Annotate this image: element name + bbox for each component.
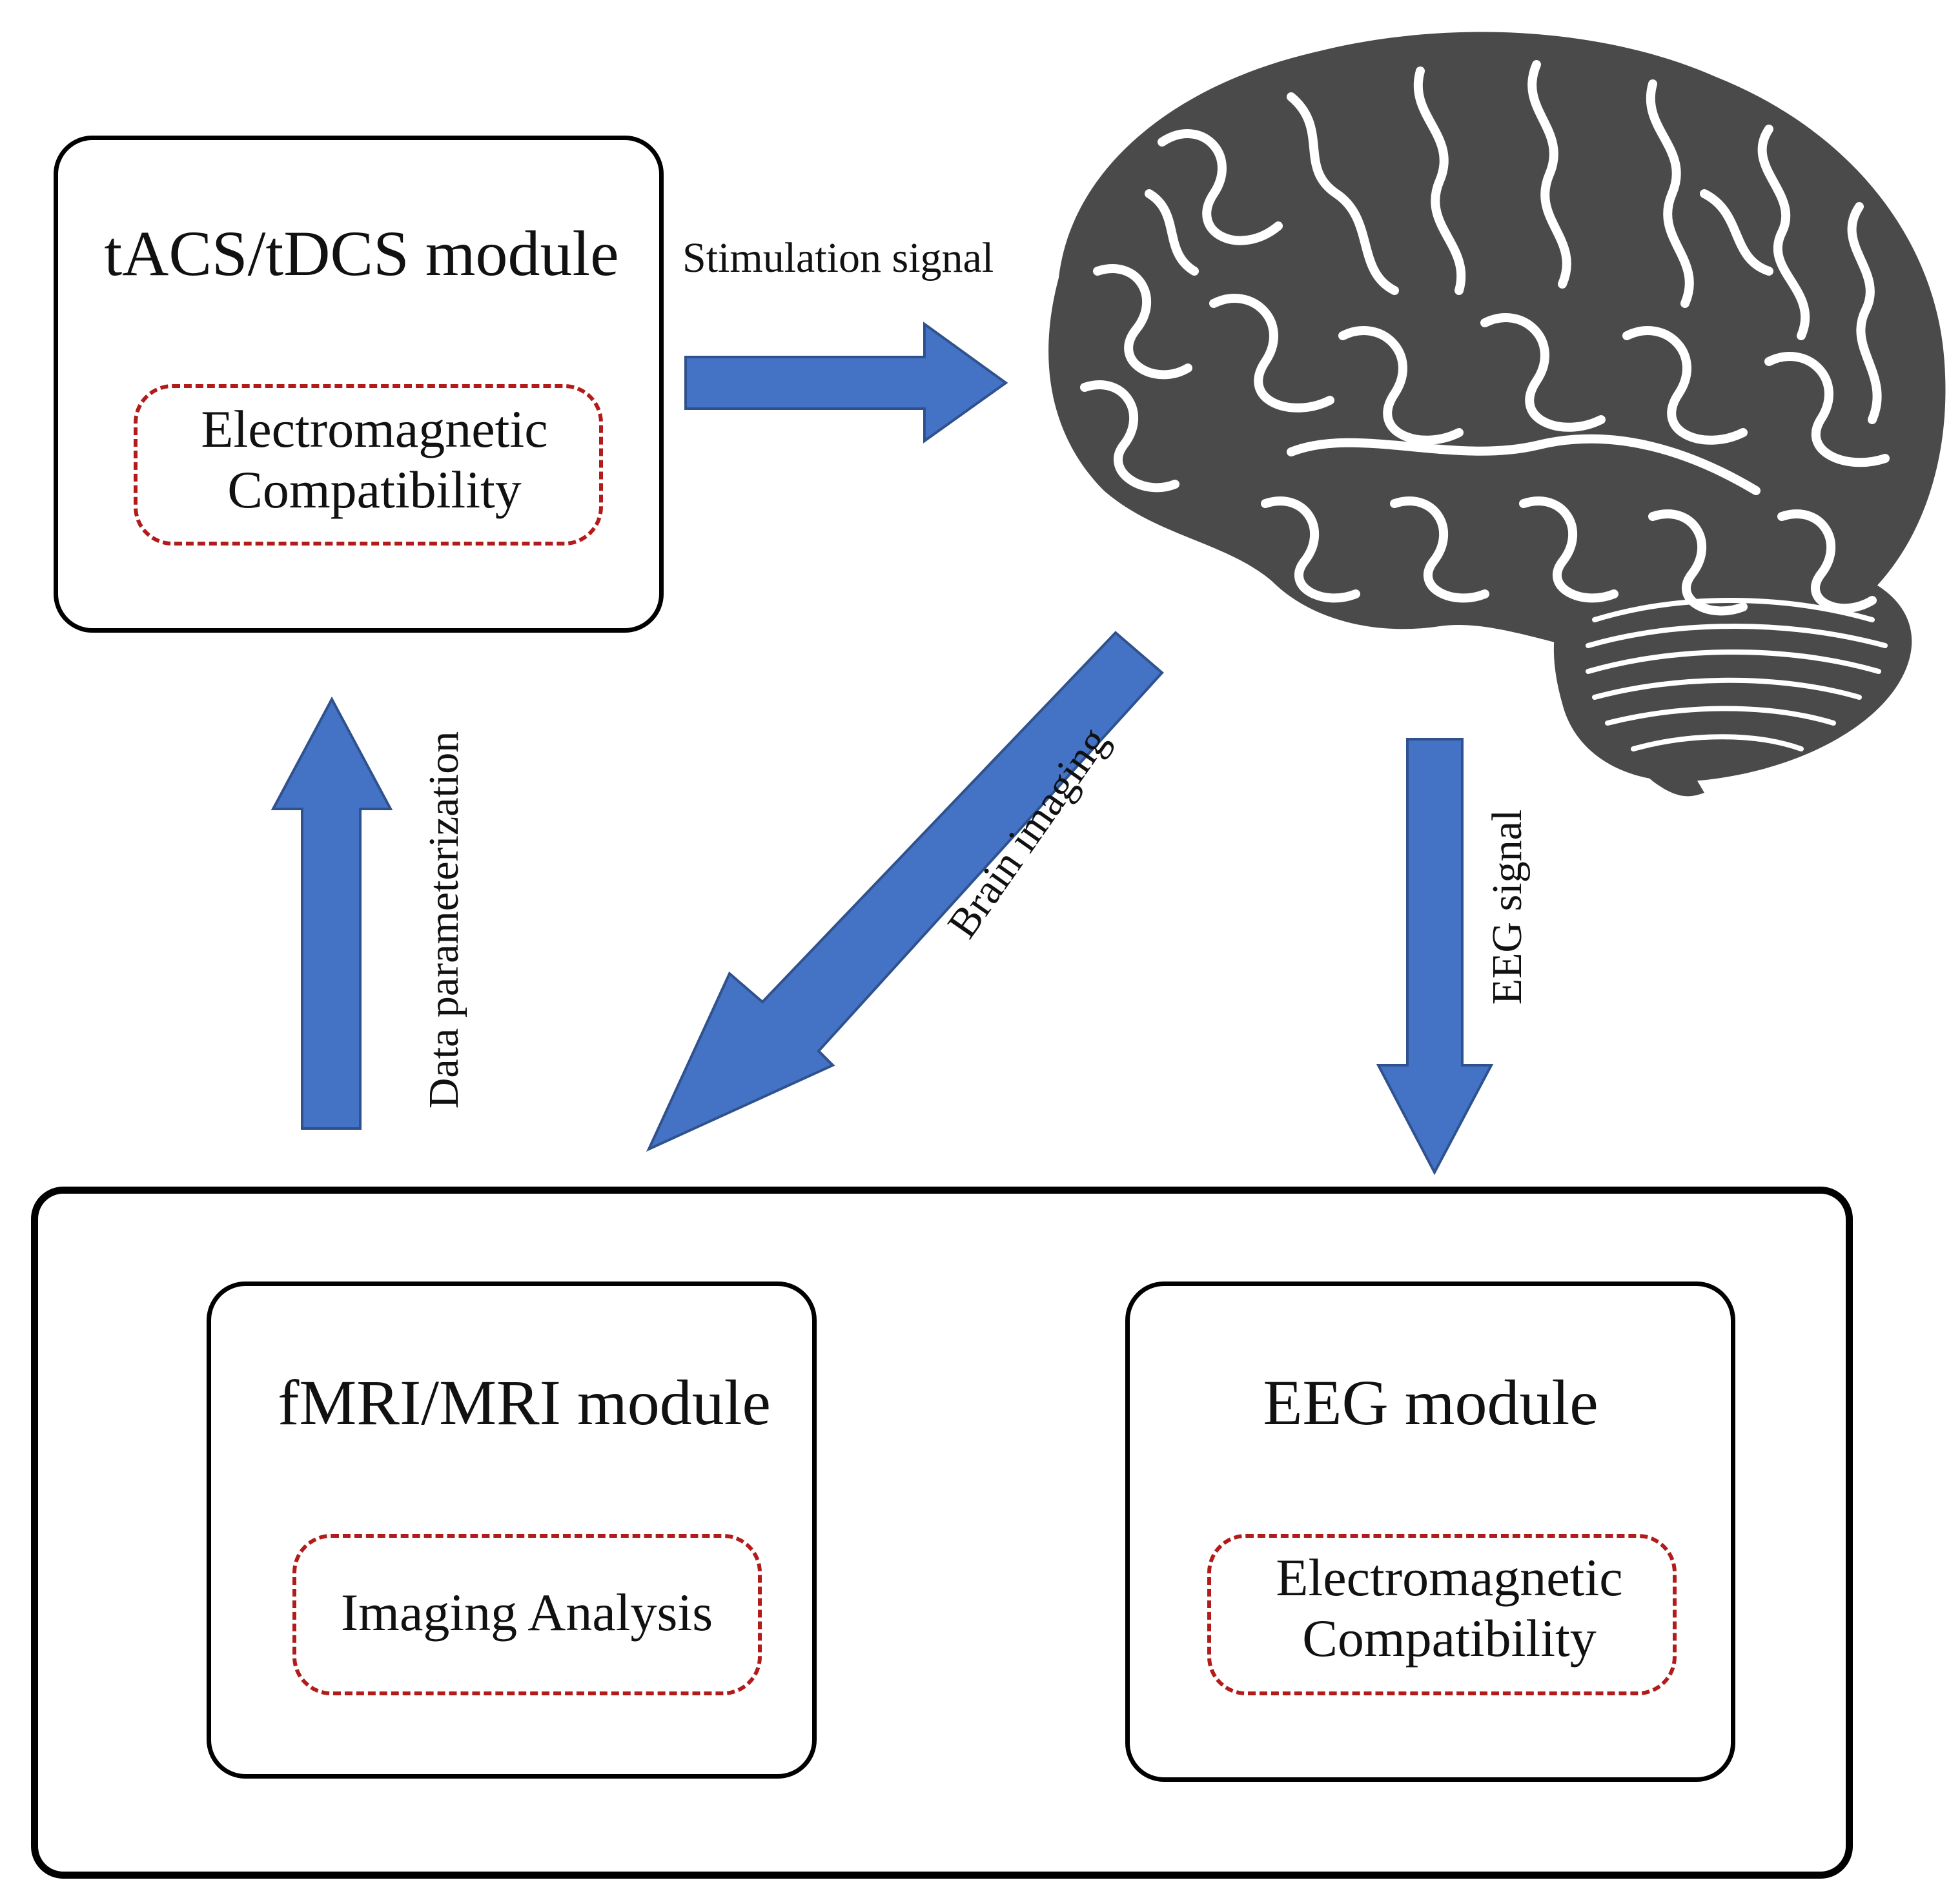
stimulation-arrow (684, 322, 1008, 444)
brain-imaging-arrow (646, 631, 1164, 1152)
tacs-emc-badge-text: Electromagnetic Compatibility (201, 399, 547, 521)
fmri-mri-module (207, 1281, 817, 1779)
eeg-signal-label: EEG signal (1484, 809, 1531, 1005)
imaging-analysis-text: Imaging Analysis (340, 1583, 713, 1642)
fmri-mri-module-title: fMRI/MRI module (278, 1367, 771, 1438)
tacs-emc-line2: Compatibility (227, 460, 522, 520)
data-parameterization-label: Data parameterization (420, 731, 467, 1109)
stimulation-signal-label: Stimulation signal (682, 234, 994, 281)
data-parameterization-arrow (271, 696, 393, 1130)
tacs-emc-line1: Electromagnetic (201, 400, 548, 458)
brain-icon (1048, 32, 1946, 797)
eeg-emc-line2: Compatibility (1302, 1609, 1597, 1668)
eeg-module-title: EEG module (1263, 1367, 1598, 1438)
eeg-emc-badge-text: Electromagnetic Compatibility (1276, 1547, 1622, 1669)
eeg-module (1125, 1281, 1735, 1782)
eeg-emc-line1: Electromagnetic (1276, 1548, 1623, 1607)
tacs-tdcs-module-title: tACS/tDCS module (104, 218, 619, 289)
imaging-analysis-badge (292, 1534, 762, 1695)
tacs-emc-badge (134, 384, 603, 546)
eeg-emc-badge (1207, 1534, 1677, 1695)
eeg-signal-arrow (1376, 738, 1494, 1176)
